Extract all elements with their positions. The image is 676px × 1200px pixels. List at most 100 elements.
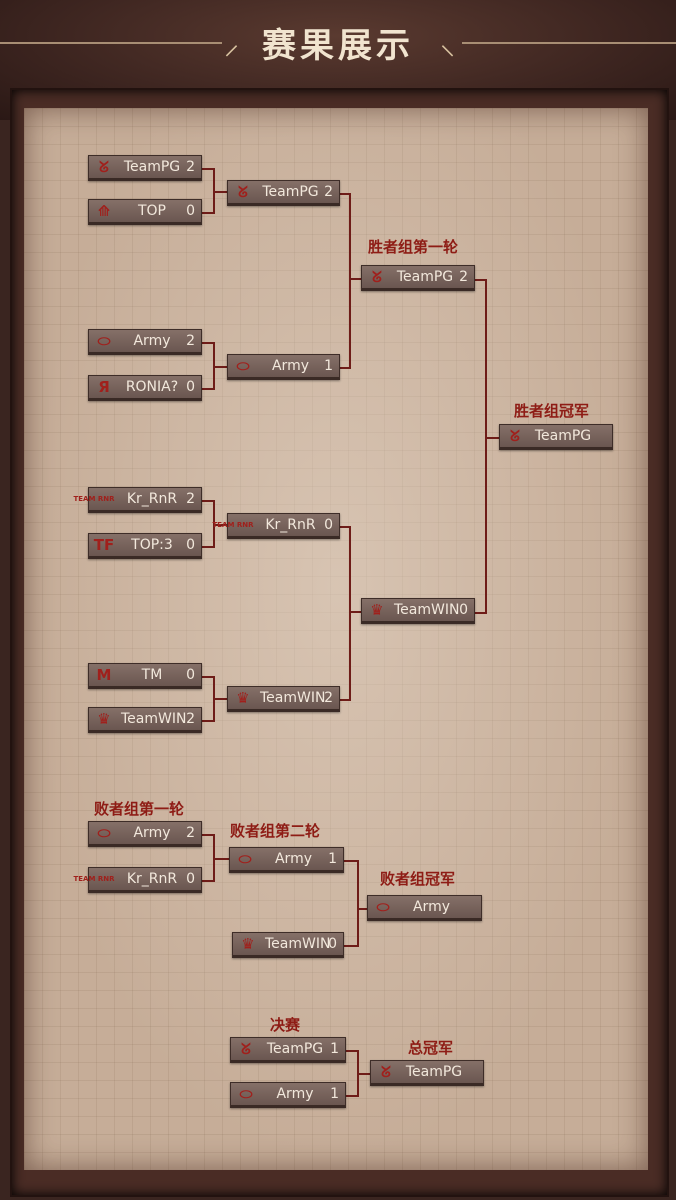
team-slot[interactable]: TEAM RNR Kr_RnR 0 — [73, 867, 202, 893]
team-name: TeamWIN — [260, 690, 326, 706]
team-slot[interactable]: ⬭ Army 2 — [88, 821, 202, 847]
title-flourish-left-icon: ⸝ — [224, 27, 239, 62]
team-score: 1 — [330, 1041, 339, 1057]
team-logo-icon: ᘜ — [241, 1040, 251, 1058]
stage-label-final: 决赛 — [270, 1016, 301, 1034]
team-name: TeamPG — [396, 269, 454, 285]
team-score: 0 — [186, 379, 195, 395]
team-slot[interactable]: ⬭ Army 1 — [227, 354, 340, 380]
team-slot[interactable]: TEAM RNR Kr_RnR 2 — [73, 487, 202, 513]
bracket-board — [24, 108, 648, 1170]
team-score: 0 — [186, 871, 195, 887]
team-name: TeamWIN — [265, 936, 331, 952]
team-name: Army — [412, 899, 450, 915]
team-logo-icon: TEAM RNR — [212, 521, 254, 529]
team-slot[interactable]: ᘜ TeamPG 2 — [227, 180, 340, 206]
team-slot[interactable]: Я RONIA? 0 — [88, 375, 202, 401]
team-score: 2 — [186, 825, 195, 841]
stage-label-winners-round1: 胜者组第一轮 — [368, 238, 459, 256]
team-name: Army — [133, 825, 171, 841]
stage-label-losers-round2: 败者组第二轮 — [230, 822, 321, 840]
team-score: 2 — [186, 159, 195, 175]
stage-label-winners-champion: 胜者组冠军 — [514, 402, 590, 420]
team-slot[interactable]: M TM 0 — [88, 663, 202, 689]
team-slot[interactable]: ⬭ Army 1 — [230, 1082, 346, 1108]
team-name: TeamPG — [405, 1064, 463, 1080]
team-logo-icon: TF — [93, 536, 115, 554]
team-score: 2 — [324, 690, 333, 706]
team-logo-icon: ᘜ — [238, 183, 248, 201]
team-score: 1 — [330, 1086, 339, 1102]
team-name: TeamWIN — [121, 711, 187, 727]
team-name: TeamPG — [534, 428, 592, 444]
team-slot[interactable]: ⟰ TOP 0 — [88, 199, 202, 225]
team-logo-icon: ᘜ — [372, 268, 382, 286]
team-name: TeamPG — [123, 159, 181, 175]
team-score: 0 — [328, 936, 337, 952]
team-logo-icon: M — [96, 666, 112, 684]
team-score: 2 — [324, 184, 333, 200]
team-score: 0 — [186, 537, 195, 553]
team-slot[interactable]: ♛ TeamWIN 2 — [227, 686, 340, 712]
team-slot[interactable]: ᘜ TeamPG — [370, 1060, 484, 1086]
team-slot[interactable]: ⬭ Army — [367, 895, 482, 921]
title-flourish-right-icon: ⸜ — [440, 27, 455, 62]
team-logo-icon: TEAM RNR — [73, 495, 115, 503]
team-score: 0 — [186, 203, 195, 219]
team-slot[interactable]: ♛ TeamWIN 2 — [88, 707, 202, 733]
stage-label-grand-champion: 总冠军 — [408, 1039, 454, 1057]
team-score: 2 — [186, 333, 195, 349]
team-slot[interactable]: ᘜ TeamPG 1 — [230, 1037, 346, 1063]
title-line-right — [462, 42, 676, 44]
team-name: TOP:3 — [131, 537, 173, 553]
team-name: TeamWIN — [394, 602, 460, 618]
team-logo-icon: ᘜ — [99, 158, 109, 176]
team-logo-icon: ⬭ — [97, 824, 111, 842]
team-logo-icon: ᘜ — [381, 1063, 391, 1081]
team-logo-icon: ⬭ — [236, 357, 250, 375]
team-logo-icon: ♛ — [241, 935, 255, 953]
team-slot[interactable]: ᘜ TeamPG 2 — [361, 265, 475, 291]
team-logo-icon: Я — [98, 378, 110, 396]
stage-label-losers-champion: 败者组冠军 — [380, 870, 456, 888]
team-logo-icon: ⟰ — [97, 202, 111, 220]
team-name: TM — [141, 667, 163, 683]
team-logo-icon: ♛ — [236, 689, 250, 707]
team-logo-icon: TEAM RNR — [73, 875, 115, 883]
team-slot[interactable]: ♛ TeamWIN 0 — [361, 598, 475, 624]
team-score: 2 — [186, 711, 195, 727]
team-slot[interactable]: ♛ TeamWIN 0 — [232, 932, 344, 958]
team-name: TeamPG — [262, 184, 319, 200]
team-name: Army — [133, 333, 171, 349]
team-name: Army — [276, 1086, 314, 1102]
team-name: RONIA? — [125, 379, 179, 395]
team-slot[interactable]: ⬭ Army 2 — [88, 329, 202, 355]
team-logo-icon: ♛ — [370, 601, 384, 619]
team-name: Kr_RnR — [265, 517, 316, 533]
team-slot[interactable]: ᘜ TeamPG 2 — [88, 155, 202, 181]
team-score: 2 — [186, 491, 195, 507]
team-slot[interactable]: TEAM RNR Kr_RnR 0 — [212, 513, 340, 539]
team-slot[interactable]: ᘜ TeamPG — [499, 424, 613, 450]
team-logo-icon: ♛ — [97, 710, 111, 728]
team-logo-icon: ᘜ — [510, 427, 520, 445]
team-score: 0 — [459, 602, 468, 618]
team-slot[interactable]: TF TOP:3 0 — [88, 533, 202, 559]
team-score: 0 — [186, 667, 195, 683]
team-logo-icon: ⬭ — [376, 898, 390, 916]
team-score: 1 — [324, 358, 333, 374]
stage-label-losers-round1: 败者组第一轮 — [94, 800, 185, 818]
team-score: 1 — [328, 851, 337, 867]
team-logo-icon: ⬭ — [239, 1085, 253, 1103]
team-score: 2 — [459, 269, 468, 285]
team-name: Kr_RnR — [126, 491, 178, 507]
team-slot[interactable]: ⬭ Army 1 — [229, 847, 344, 873]
team-name: TeamPG — [266, 1041, 324, 1057]
team-name: TOP — [137, 203, 166, 219]
title-line-left — [0, 42, 222, 44]
team-name: Army — [271, 358, 309, 374]
team-logo-icon: ⬭ — [97, 332, 111, 350]
team-logo-icon: ⬭ — [238, 850, 252, 868]
team-name: Kr_RnR — [126, 871, 178, 887]
team-score: 0 — [324, 517, 333, 533]
